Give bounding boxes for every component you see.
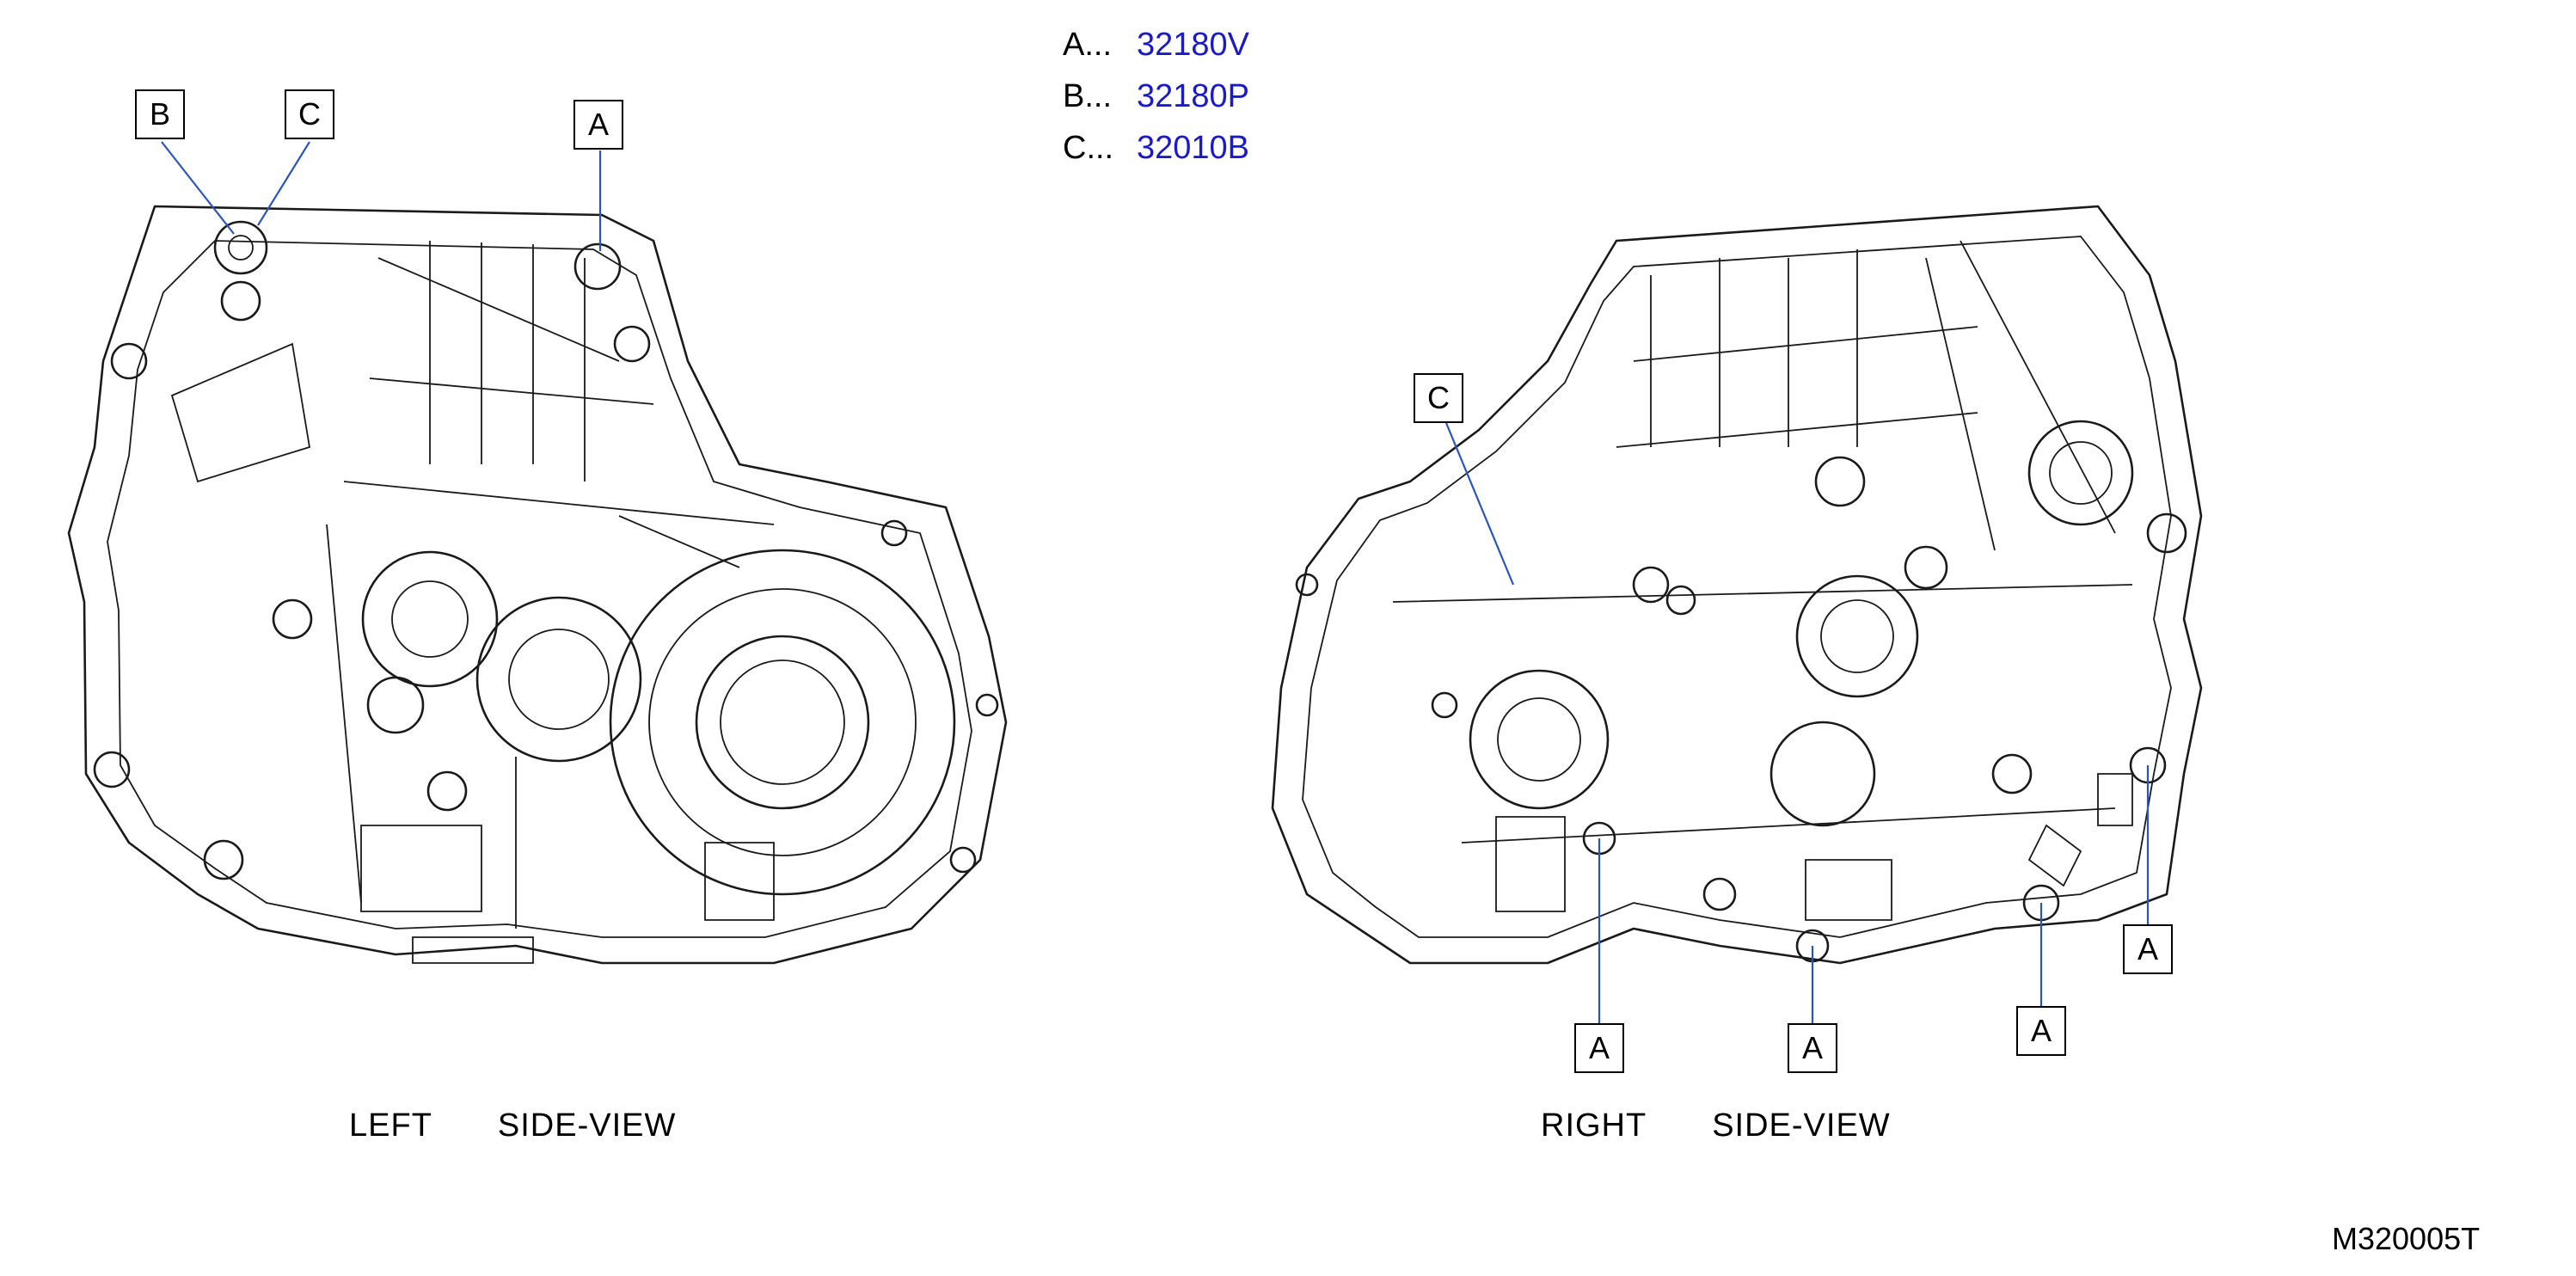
callout-a-right-2[interactable]: A [1788, 1023, 1837, 1073]
leader-lines [161, 141, 2150, 1023]
callout-a-right-4[interactable]: A [2123, 924, 2173, 974]
legend-key-b: B... [1063, 78, 1113, 114]
callout-a-right-1[interactable]: A [1574, 1023, 1624, 1073]
part-link-32180p[interactable]: 32180P [1137, 78, 1250, 114]
callout-c-right[interactable]: C [1414, 373, 1463, 423]
callout-b-left[interactable]: B [135, 89, 185, 139]
right-side-view-caption: RIGHT SIDE-VIEW [1541, 1107, 1891, 1144]
callout-a-right-3[interactable]: A [2016, 1006, 2066, 1056]
part-legend: A... 32180V B... 32180P C... 32010B [1063, 19, 1249, 174]
part-link-32180v[interactable]: 32180V [1137, 27, 1250, 63]
legend-row-b: B... 32180P [1063, 71, 1249, 122]
right-side-view-drawing [1271, 205, 2203, 965]
left-side-view-drawing [67, 205, 1008, 965]
legend-key-c: C... [1063, 130, 1114, 166]
callout-a-left[interactable]: A [573, 100, 623, 150]
legend-row-c: C... 32010B [1063, 122, 1249, 174]
legend-row-a: A... 32180V [1063, 19, 1249, 71]
figure-id: M320005T [2332, 1221, 2481, 1256]
legend-key-a: A... [1063, 27, 1113, 63]
left-side-view-caption: LEFT SIDE-VIEW [349, 1107, 677, 1144]
callout-c-left[interactable]: C [285, 89, 334, 139]
part-link-32010b[interactable]: 32010B [1137, 130, 1250, 166]
